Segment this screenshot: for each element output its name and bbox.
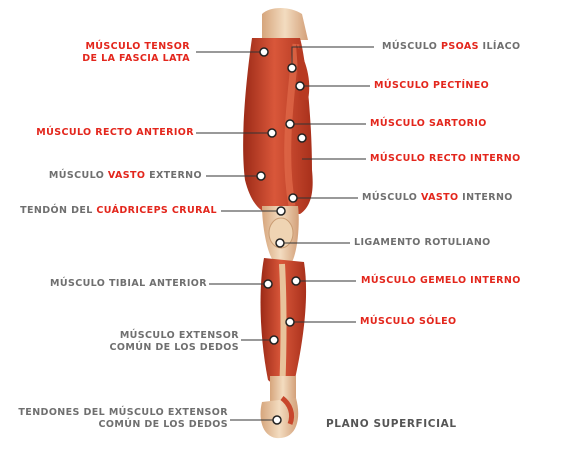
label-tensor-line1: MÚSCULO TENSOR [85, 41, 190, 52]
dot-recto-interno [297, 133, 307, 143]
label-soleo: MÚSCULO SÓLEO [360, 316, 457, 327]
label-psoas-prefix: MÚSCULO [382, 41, 441, 52]
label-tibial-anterior: MÚSCULO TIBIAL ANTERIOR [49, 278, 207, 289]
dot-extensor [269, 335, 279, 345]
label-psoas-highlight: PSOAS [441, 41, 479, 52]
dot-pectineo [295, 81, 305, 91]
dot-psoas [287, 63, 297, 73]
leader-lines [196, 46, 374, 421]
label-tensor-fascia-lata: MÚSCULO TENSOR DE LA FASCIA LATA [82, 41, 190, 65]
label-sartorio: MÚSCULO SARTORIO [370, 118, 487, 129]
patella [268, 217, 294, 249]
label-tendon-cuadriceps: TENDÓN DEL CUÁDRICEPS CRURAL [20, 205, 217, 217]
dot-soleo [285, 317, 295, 327]
label-tendon-cuadriceps-highlight: CUÁDRICEPS CRURAL [96, 205, 217, 216]
dot-tendones [272, 415, 282, 425]
label-recto-interno: MÚSCULO RECTO INTERNO [370, 153, 521, 164]
label-vasto-externo: MÚSCULO VASTO EXTERNO [49, 170, 202, 182]
label-psoas-iliaco: MÚSCULO PSOAS ILÍACO [382, 41, 520, 53]
dot-tensor [259, 47, 269, 57]
label-tendones-line1: TENDONES DEL MÚSCULO EXTENSOR [18, 407, 228, 418]
label-gemelo-interno: MÚSCULO GEMELO INTERNO [361, 275, 521, 286]
dot-gemelo [291, 276, 301, 286]
label-extensor-comun: MÚSCULO EXTENSOR COMÚN DE LOS DEDOS [110, 330, 239, 354]
dot-recto-anterior [267, 128, 277, 138]
label-extensor-line2: COMÚN DE LOS DEDOS [109, 342, 239, 353]
label-vasto-interno-highlight: VASTO [421, 192, 459, 203]
hip-area [262, 8, 308, 40]
leg-illustration [243, 8, 313, 439]
dot-vasto-interno [288, 193, 298, 203]
dot-tendon-cuadriceps [276, 206, 286, 216]
label-ligamento-rotuliano: LIGAMENTO ROTULIANO [354, 237, 491, 248]
dot-markers [256, 47, 307, 425]
label-extensor-line1: MÚSCULO EXTENSOR [119, 330, 239, 341]
dot-vasto-externo [256, 171, 266, 181]
label-vasto-externo-prefix: MÚSCULO [48, 170, 108, 181]
label-recto-anterior: MÚSCULO RECTO ANTERIOR [36, 127, 194, 138]
label-tendon-cuadriceps-prefix: TENDÓN DEL [20, 205, 97, 216]
dot-tibial [263, 279, 273, 289]
diagram-caption: PLANO SUPERFICIAL [326, 418, 457, 430]
label-tendones-line2: COMÚN DE LOS DEDOS [98, 419, 228, 430]
label-vasto-interno: MÚSCULO VASTO INTERNO [362, 192, 513, 204]
label-vasto-interno-prefix: MÚSCULO [362, 192, 421, 203]
label-vasto-externo-highlight: VASTO [107, 170, 146, 181]
dot-sartorio [285, 119, 295, 129]
label-psoas-suffix: ILÍACO [478, 41, 521, 52]
label-vasto-interno-suffix: INTERNO [458, 192, 513, 203]
ankle [270, 376, 296, 404]
shin-tendon [279, 263, 287, 393]
dot-ligamento [275, 238, 285, 248]
foot-muscle [280, 396, 295, 425]
label-tendones-extensor: TENDONES DEL MÚSCULO EXTENSOR COMÚN DE L… [18, 407, 228, 431]
label-vasto-externo-suffix: EXTERNO [145, 170, 202, 181]
label-tensor-line2: DE LA FASCIA LATA [82, 53, 190, 64]
label-pectineo: MÚSCULO PECTÍNEO [374, 80, 490, 91]
